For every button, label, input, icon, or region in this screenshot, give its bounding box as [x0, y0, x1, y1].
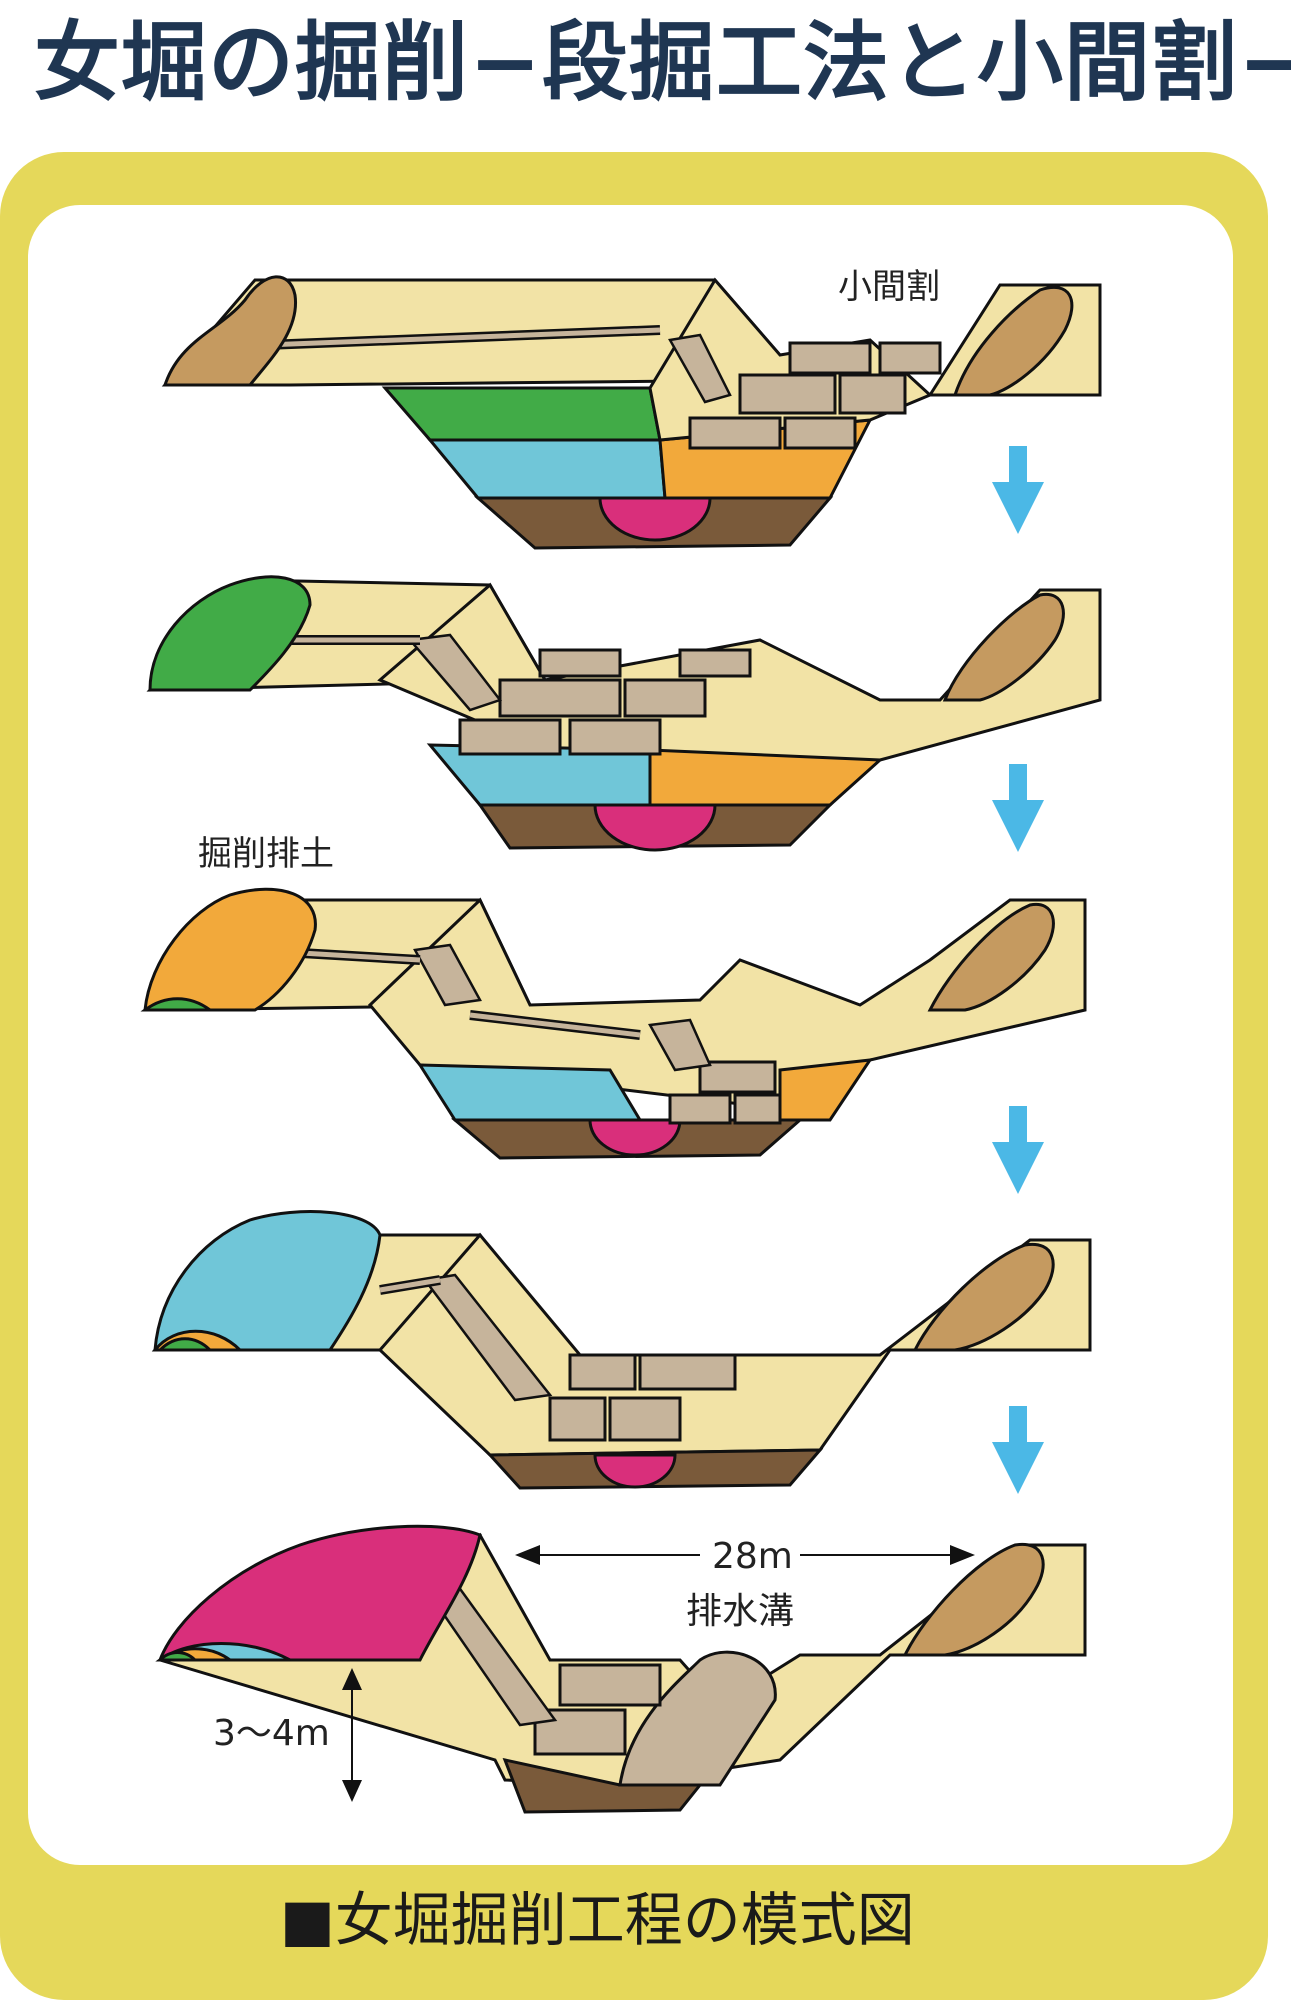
step-4 [151, 1210, 1092, 1490]
arrowhead-right-icon [950, 1545, 975, 1565]
arrow-down-icon [992, 764, 1044, 852]
arrow-down-icon [992, 446, 1044, 534]
label-kussaku-haido: 掘削排土 [198, 834, 334, 874]
arrow-down-icon [992, 1106, 1044, 1194]
label-haisuiko: 排水溝 [686, 1591, 794, 1632]
page-title: 女堀の掘削−段掘工法と小間割− [34, 13, 1291, 113]
label-width: 28m [712, 1536, 793, 1577]
arrowhead-up-icon [342, 1668, 362, 1690]
step-3: 掘削排土 [140, 834, 1087, 1160]
step-5: 28m 排水溝 3～4m [155, 1524, 1087, 1814]
arrow-down-icon [992, 1406, 1044, 1494]
step-1: 小間割 [161, 267, 1102, 550]
label-depth: 3～4m [213, 1713, 330, 1754]
arrowhead-left-icon [515, 1545, 540, 1565]
step-2 [146, 575, 1102, 852]
figure-caption: ■女堀掘削工程の模式図 [280, 1886, 915, 1954]
label-komawari: 小間割 [838, 267, 940, 307]
arrowhead-down-icon [342, 1780, 362, 1802]
